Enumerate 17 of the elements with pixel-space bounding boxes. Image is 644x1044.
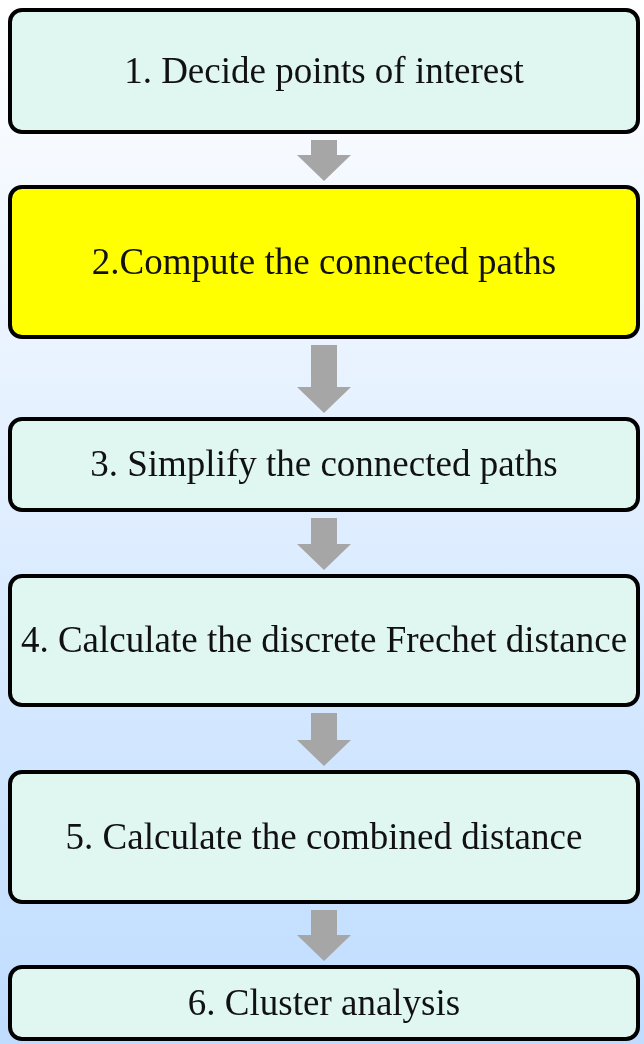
- process-box: [8, 965, 640, 1041]
- arrow: [297, 910, 351, 961]
- process-box: [8, 770, 640, 904]
- step-text: 3. Simplify the connected paths: [90, 442, 558, 487]
- process-box: [8, 185, 640, 339]
- arrow: [297, 518, 351, 570]
- step-text: 6. Cluster analysis: [187, 980, 461, 1025]
- process-box: [8, 8, 640, 134]
- process-box: [8, 417, 640, 512]
- step-text: 4. Calculate the discrete Frechet distance: [20, 618, 628, 663]
- step-text: 2.Compute the connected paths: [91, 239, 557, 284]
- arrow: [297, 345, 351, 413]
- step-text: 5. Calculate the combined distance: [65, 815, 583, 860]
- arrow: [297, 713, 351, 766]
- step-text: 1. Decide points of interest: [124, 48, 524, 93]
- arrow: [297, 140, 351, 181]
- process-box: [8, 574, 640, 707]
